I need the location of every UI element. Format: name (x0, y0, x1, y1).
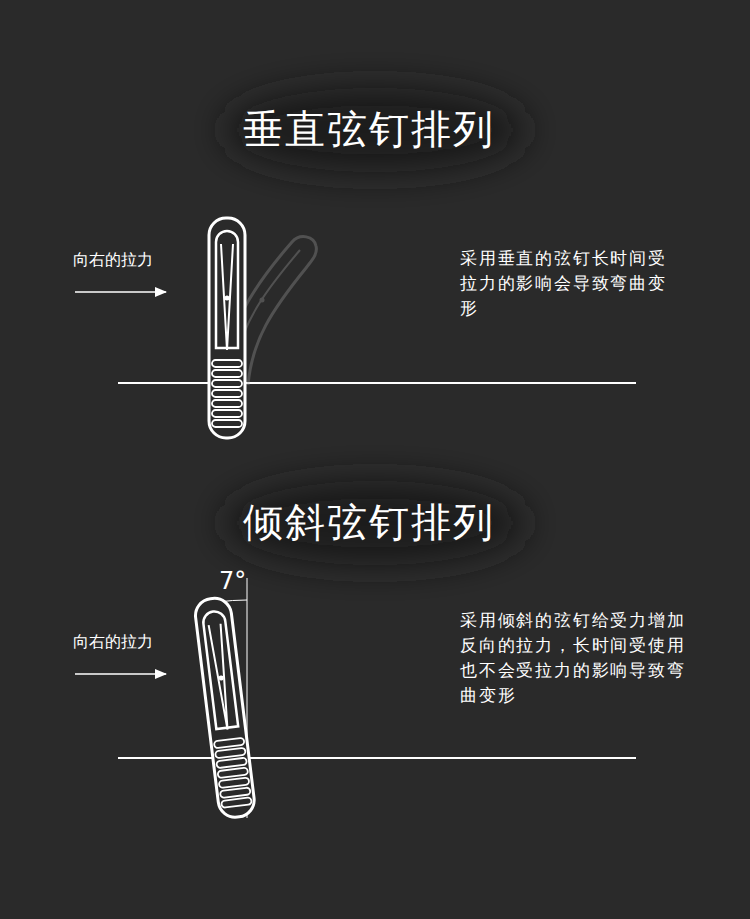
section-title: 垂直弦钉排列 (0, 103, 744, 155)
pin-thread (215, 748, 246, 759)
pin-thread (212, 390, 242, 397)
pin-thread (212, 370, 242, 377)
force-arrow (75, 291, 166, 293)
vertical-pin (209, 218, 245, 438)
pin-loop (216, 231, 238, 348)
pin-thread (221, 797, 252, 808)
pin-thread (212, 400, 242, 407)
pin-thread (219, 777, 250, 788)
tilted-pin (194, 596, 257, 819)
pin-thread (212, 410, 242, 417)
angle-label: 7° (219, 566, 259, 597)
pin-slot (209, 624, 234, 731)
pin-thread (212, 380, 242, 387)
bent-pin-dot (260, 298, 265, 303)
surface-line (118, 382, 636, 384)
pin-thread (216, 758, 247, 769)
pin-outline (209, 218, 245, 438)
pin-dot (225, 296, 230, 301)
surface-line (118, 757, 636, 759)
description-note: 采用垂直的弦钉长时间受拉力的影响会导致弯曲变形 (460, 246, 674, 321)
force-label: 向右的拉力 (73, 631, 193, 652)
pin-dot (218, 675, 224, 681)
pin-outline (194, 596, 257, 819)
pin-thread (218, 768, 249, 779)
pin-thread (220, 787, 251, 798)
pin-thread (212, 360, 242, 367)
force-label: 向右的拉力 (73, 249, 193, 270)
section-title: 倾斜弦钉排列 (0, 496, 744, 548)
pin-slot (221, 244, 233, 350)
pin-thread (212, 420, 242, 427)
description-note: 采用倾斜的弦钉给受力增加反向的拉力，长时间受使用也不会受拉力的影响导致弯曲变形 (460, 608, 692, 708)
pin-thread (214, 738, 245, 749)
force-arrow (75, 673, 166, 675)
